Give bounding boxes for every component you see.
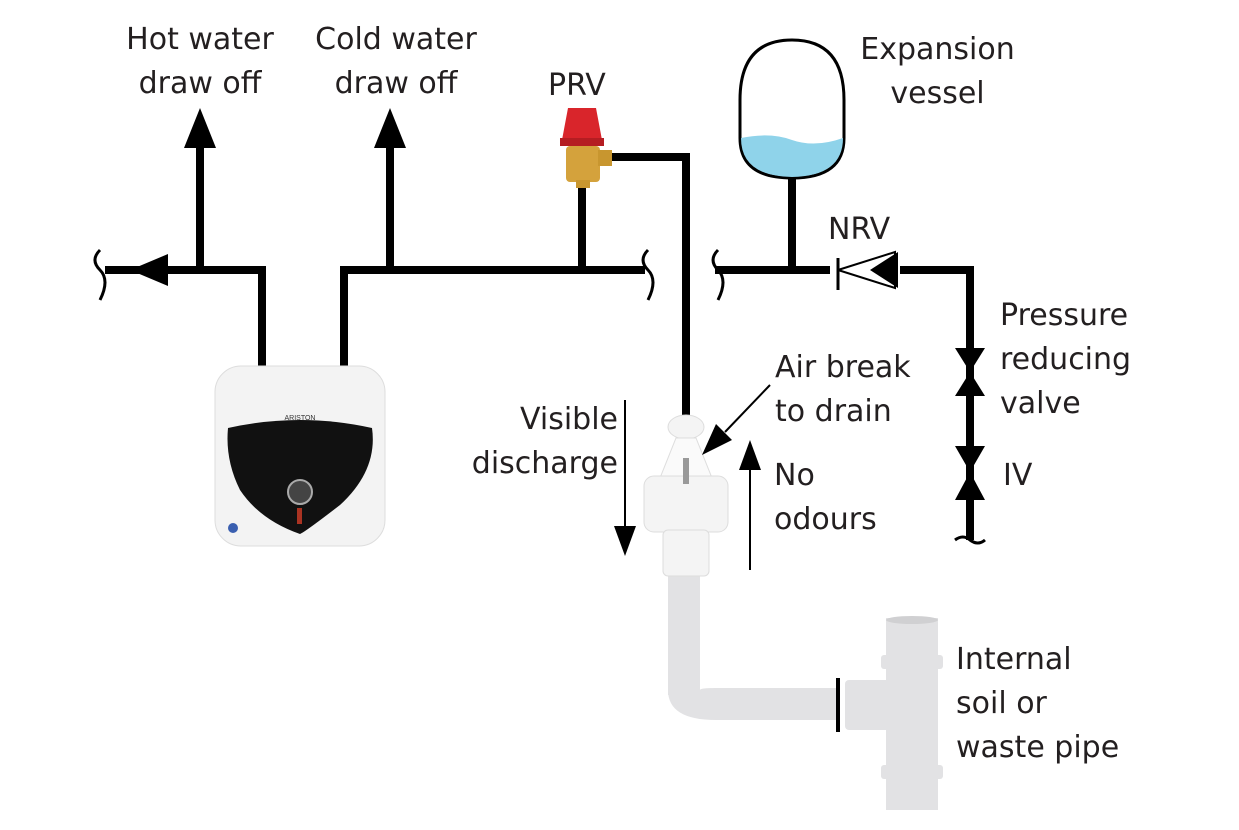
label-line: No — [774, 458, 815, 493]
label-line: draw off — [138, 66, 262, 101]
expansion-vessel-label: Expansion vessel — [840, 28, 1035, 116]
label-line: reducing — [1000, 342, 1132, 377]
pipe-break-icon — [711, 248, 725, 301]
iv-label: IV — [1003, 458, 1033, 493]
label-line: valve — [1000, 386, 1081, 421]
discharge-pipe — [610, 153, 690, 418]
pressure-reducing-valve-label: Pressure reducing valve — [1000, 294, 1131, 426]
label-line: odours — [774, 502, 877, 537]
air-break-label: Air break to drain — [775, 346, 911, 434]
expansion-vessel — [738, 38, 846, 180]
label-line: Visible — [520, 402, 618, 437]
soil-pipe-label: Internal soil or waste pipe — [956, 638, 1119, 770]
label-line: Air break — [775, 350, 911, 385]
visible-discharge-arrow-icon — [614, 526, 636, 556]
label-line: Pressure — [1000, 298, 1129, 333]
no-odours-arrow-icon — [739, 440, 761, 470]
waste-pipe — [668, 575, 943, 810]
pressure-reducing-valve-icon — [955, 348, 985, 396]
pipe-break-icon — [954, 535, 986, 545]
label-line: Internal — [956, 642, 1072, 677]
water-heater: ARISTON — [214, 365, 386, 547]
label-line: to drain — [775, 394, 892, 429]
visible-discharge-label: Visible discharge — [446, 398, 618, 486]
prv-valve — [560, 108, 612, 188]
tundish — [643, 414, 729, 577]
label-line: draw off — [334, 66, 458, 101]
label-line: discharge — [471, 446, 618, 481]
prv-label: PRV — [548, 68, 606, 103]
cold-pipe — [340, 266, 645, 372]
label-line: Hot water — [126, 22, 274, 57]
nrv-label: NRV — [828, 212, 891, 247]
label-line: Cold water — [315, 22, 477, 57]
hot-draw-off-arrow-icon — [184, 108, 216, 148]
hot-water-label: Hot water draw off — [100, 18, 300, 106]
label-line: soil or — [956, 686, 1047, 721]
pipe-break-icon — [93, 248, 107, 301]
label-line: waste pipe — [956, 730, 1120, 765]
label-line: Expansion — [860, 32, 1015, 67]
hot-pipe — [105, 266, 266, 372]
heater-brand-logo: ARISTON — [285, 415, 316, 422]
no-odours-label: No odours — [774, 454, 877, 542]
non-return-valve-icon — [830, 250, 900, 290]
cold-draw-off-arrow-icon — [374, 108, 406, 148]
label-line: vessel — [890, 76, 985, 111]
isolating-valve-icon — [955, 446, 985, 500]
cold-water-label: Cold water draw off — [296, 18, 496, 106]
pipe-break-icon — [641, 248, 655, 301]
flow-left-arrow-icon — [130, 254, 168, 286]
air-break-arrow-icon — [702, 424, 732, 455]
